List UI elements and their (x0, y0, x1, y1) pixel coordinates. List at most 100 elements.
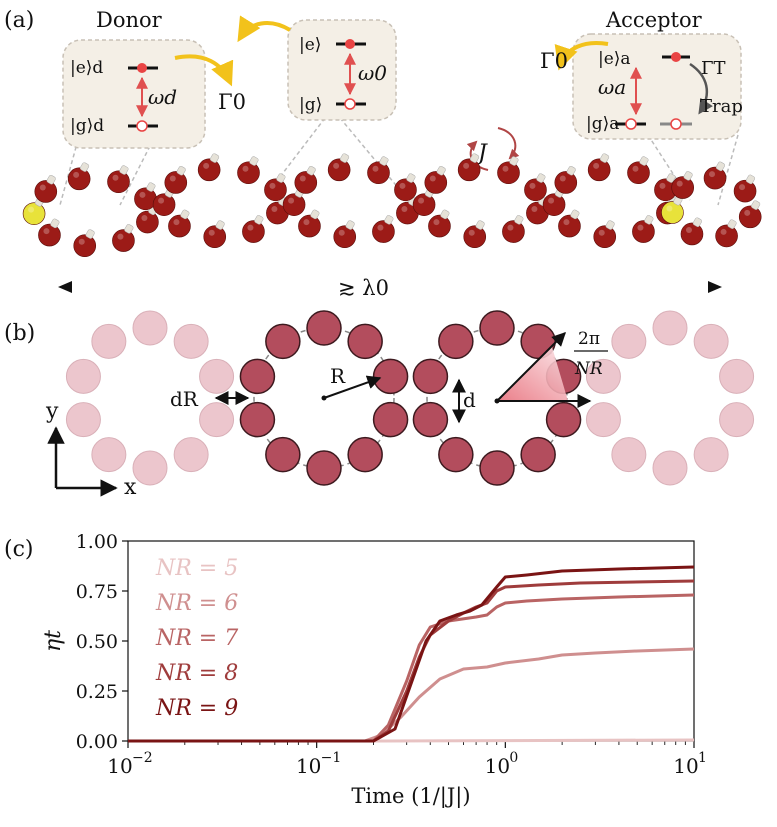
ring-site (199, 358, 235, 394)
ring-site (611, 323, 647, 359)
ring-site (65, 402, 101, 438)
panel-b-label: (b) (4, 321, 35, 346)
donor-level-bubble: |e⟩d |g⟩d ωd (62, 39, 206, 149)
y-tick-label: 0.00 (76, 731, 118, 753)
coupling-arrow-top (497, 127, 520, 160)
atom (733, 179, 757, 203)
atom (333, 225, 357, 249)
radius-label: R (330, 364, 346, 388)
atom (164, 171, 188, 194)
ring-site (719, 402, 755, 438)
y-tick-label: 0.75 (76, 581, 118, 603)
trap-arrow (689, 62, 713, 115)
atom (715, 224, 738, 248)
donor-ground-label: |g⟩d (70, 116, 104, 136)
atom (298, 214, 321, 238)
atom (327, 158, 351, 182)
atom (554, 171, 578, 194)
legend-entry: NR = 5 (155, 556, 238, 581)
series-line-7 (128, 593, 695, 743)
ring-site (265, 323, 301, 360)
series-line-9 (128, 565, 695, 743)
atom (428, 214, 451, 238)
panel-a: (a) Donor Acceptor |e⟩d |g⟩d ωd Γ0 (4, 8, 762, 300)
ring-site (173, 323, 209, 359)
ring-site (719, 358, 755, 394)
atom (372, 220, 395, 243)
ring-site (265, 436, 301, 473)
ring-site (652, 450, 688, 486)
atom (497, 161, 520, 185)
ring-site (65, 358, 101, 394)
angle-denominator: NR (574, 359, 603, 379)
x-tick-exponent: −1 (321, 750, 342, 766)
ring-site (199, 402, 235, 438)
ring-site (479, 310, 515, 346)
atom-rings (22, 153, 762, 258)
x-tick-exponent: 1 (698, 750, 707, 766)
atom (152, 193, 176, 216)
atom (282, 193, 306, 216)
atom (34, 180, 58, 203)
atom (542, 193, 566, 216)
ring-site (239, 401, 276, 438)
ring-site (306, 450, 342, 486)
donor-excited-dot (137, 63, 147, 73)
acceptor-atom (661, 201, 684, 224)
x-tick-label: 10 (296, 754, 321, 778)
atom (168, 214, 191, 238)
ring-site (132, 450, 168, 486)
atom (463, 225, 487, 249)
atom (294, 171, 318, 194)
atom (627, 161, 650, 185)
atom (367, 161, 390, 185)
ring-site (585, 402, 621, 438)
gamma0-right: Γ0 (540, 49, 568, 73)
atom (67, 167, 91, 191)
acceptor-frequency: ωa (598, 75, 626, 99)
y-tick-label: 0.25 (76, 681, 118, 703)
atom (394, 178, 417, 202)
donor-ground-dot (136, 120, 148, 132)
donor-excited-label: |e⟩d (70, 58, 103, 78)
atom (502, 220, 525, 243)
legend-entry: NR = 9 (155, 696, 238, 721)
legend-entry: NR = 6 (155, 591, 238, 616)
atom (593, 225, 617, 249)
middle-frequency: ω0 (358, 61, 387, 85)
atom (680, 222, 704, 246)
atom (242, 220, 265, 243)
atom (703, 166, 727, 190)
ring-site (372, 358, 409, 395)
panel-c-label: (c) (4, 537, 34, 562)
ring-site (132, 310, 168, 346)
atom (73, 234, 97, 258)
ring-site (347, 323, 383, 360)
ring-geometry (65, 310, 755, 486)
y-axis-label: ηt (41, 630, 66, 652)
acceptor-emission-arrow (554, 41, 609, 71)
ring-site (347, 436, 383, 473)
middle-ground-label: |g⟩ (299, 95, 322, 115)
ring-site (611, 437, 647, 473)
atom (457, 158, 481, 182)
ring-site (479, 450, 515, 486)
donor-emission-arrow (174, 54, 234, 87)
atom (558, 214, 581, 238)
trap-label: Trap (700, 96, 743, 117)
acceptor-level-bubble: |e⟩a |g⟩a ωa ΓT Trap (572, 33, 743, 140)
atom (203, 225, 227, 249)
atom (524, 178, 547, 202)
x-tick-label: 10 (485, 754, 510, 778)
angle-wedge (497, 347, 568, 401)
x-axis-label: Time (1/|J|) (351, 784, 470, 809)
middle-level-bubble: |e⟩ |g⟩ ω0 (287, 19, 397, 121)
ring-site (372, 401, 409, 438)
ring-site (438, 436, 474, 473)
legend-entry: NR = 7 (155, 626, 238, 651)
middle-emission-arrow (237, 15, 292, 43)
ring-site (652, 310, 688, 346)
gamma-t: ΓT (701, 58, 726, 79)
